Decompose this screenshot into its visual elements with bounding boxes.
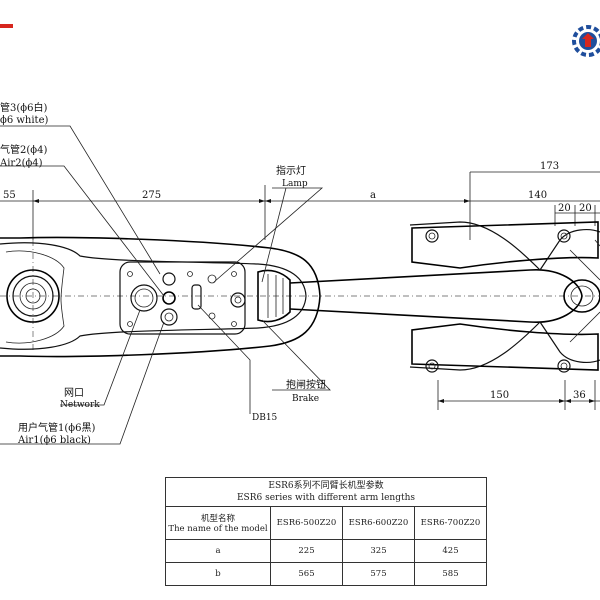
table-title-en: ESR6 series with different arm lengths xyxy=(236,493,415,503)
first-arm-body xyxy=(0,236,321,358)
table-cell: 585 xyxy=(414,562,487,586)
second-arm-link xyxy=(289,221,600,373)
table-cell: 575 xyxy=(342,562,415,586)
air1-label-en: Air1(ϕ6 black) xyxy=(17,435,91,446)
table-cell: 325 xyxy=(342,539,415,563)
dim-55: 55 xyxy=(3,190,16,201)
lamp-label-cn: 指示灯 xyxy=(276,164,306,177)
air2-label-cn: 气管2(ϕ4) xyxy=(0,143,47,156)
dimension-lines xyxy=(0,171,600,410)
air1-label-cn: 用户气管1(ϕ6黑) xyxy=(18,421,95,434)
table-row-name: b xyxy=(165,562,271,586)
table-header-name: 机型名称 The name of the model xyxy=(165,506,271,540)
table-title-cn: ESR6系列不同臂长机型参数 xyxy=(268,481,384,491)
arm-length-spec-table: ESR6系列不同臂长机型参数 ESR6 series with differen… xyxy=(165,477,487,586)
dim-20-left: 20 xyxy=(558,203,571,214)
dim-275: 275 xyxy=(142,190,161,201)
air2-label-en: Air2(ϕ4) xyxy=(0,158,43,169)
table-cell: 425 xyxy=(414,539,487,563)
brake-label-cn: 抱闸按钮 xyxy=(286,378,326,391)
company-logo xyxy=(572,25,600,57)
table-header-model: ESR6-500Z20 xyxy=(270,506,343,540)
table-row: b 565 575 585 xyxy=(165,562,487,586)
brake-label-en: Brake xyxy=(292,394,319,404)
dim-150: 150 xyxy=(490,390,509,401)
red-corner-mark xyxy=(0,24,13,28)
network-label-cn: 网口 xyxy=(64,387,84,399)
dim-36: 36 xyxy=(573,390,586,401)
leader-lines xyxy=(0,125,331,445)
table-row: a 225 325 425 xyxy=(165,539,487,563)
air3-label-en: ϕ6 white) xyxy=(0,115,48,126)
network-label-en: Network xyxy=(60,400,100,410)
air3-label-cn: 管3(ϕ6白) xyxy=(0,101,47,114)
table-header-model: ESR6-700Z20 xyxy=(414,506,487,540)
dim-140: 140 xyxy=(528,190,547,201)
table-header-en: The name of the model xyxy=(168,524,268,534)
joint-collar xyxy=(257,269,291,323)
table-cell: 225 xyxy=(270,539,343,563)
lamp-label-en: Lamp xyxy=(282,179,308,189)
db15-label: DB15 xyxy=(252,413,278,423)
table-header-model: ESR6-600Z20 xyxy=(342,506,415,540)
table-header-cn: 机型名称 xyxy=(200,514,235,524)
table-title: ESR6系列不同臂长机型参数 ESR6 series with differen… xyxy=(165,477,487,507)
dim-a: a xyxy=(370,190,376,201)
dim-173: 173 xyxy=(540,161,559,172)
table-cell: 565 xyxy=(270,562,343,586)
dim-20-right: 20 xyxy=(579,203,592,214)
table-row-name: a xyxy=(165,539,271,563)
